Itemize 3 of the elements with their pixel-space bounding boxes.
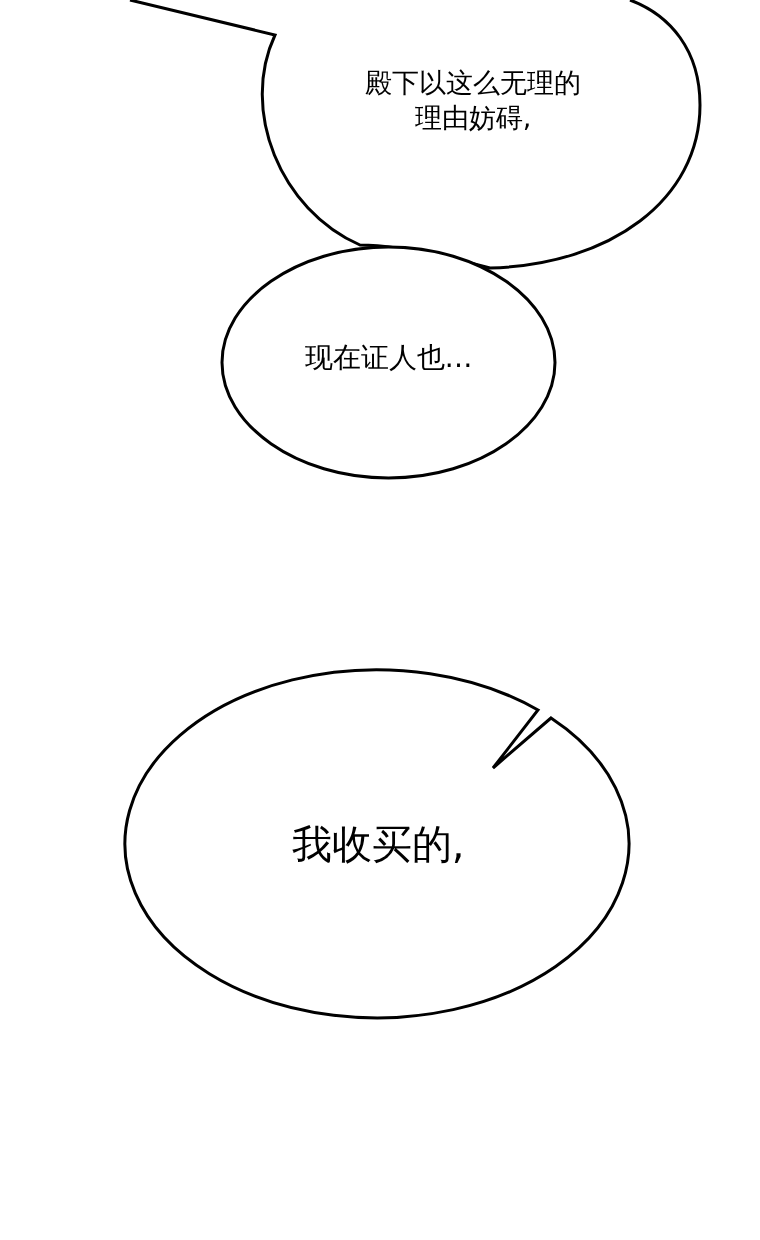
- speech-text: 我收买的,: [290, 820, 466, 869]
- speech-text: 现在证人也…: [303, 340, 474, 376]
- speech-bubble: [220, 245, 557, 480]
